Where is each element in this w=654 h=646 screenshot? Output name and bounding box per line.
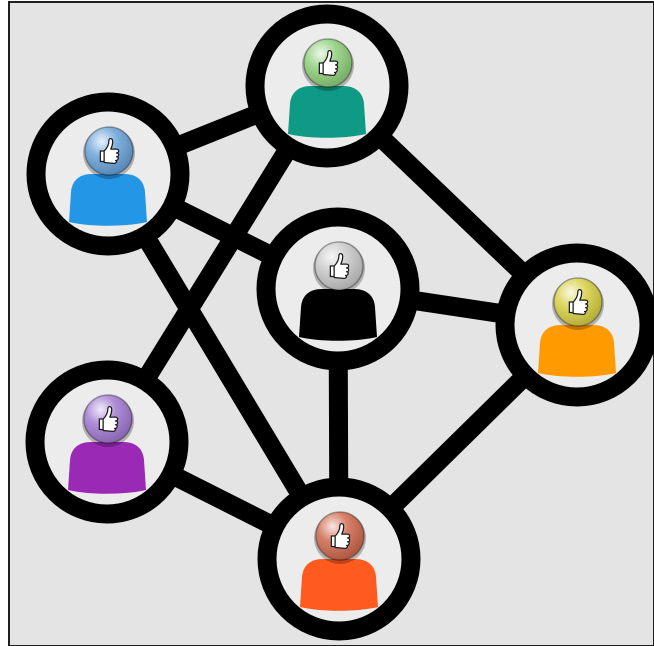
person-body <box>288 86 366 138</box>
node-center <box>256 207 420 371</box>
node-upper-left <box>26 92 190 256</box>
person-body <box>300 559 378 611</box>
person-thumbs-up-icon <box>300 511 378 611</box>
person-body <box>69 174 147 226</box>
person-body <box>538 325 616 377</box>
node-lower-left <box>25 360 189 524</box>
node-top <box>245 4 409 168</box>
person-thumbs-up-icon <box>288 38 366 138</box>
nodes-layer <box>25 4 654 641</box>
person-body <box>299 289 377 341</box>
node-right <box>495 243 654 407</box>
person-thumbs-up-icon <box>69 126 147 226</box>
person-thumbs-up-icon <box>538 277 616 377</box>
person-thumbs-up-icon <box>68 394 146 494</box>
node-bottom <box>257 477 421 641</box>
person-thumbs-up-icon <box>299 241 377 341</box>
person-body <box>68 442 146 494</box>
